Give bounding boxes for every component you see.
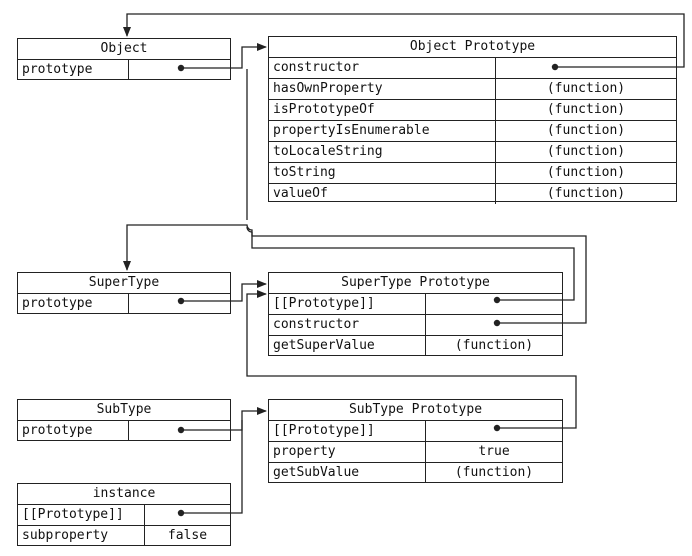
object-prototype-key: prototype (18, 60, 129, 80)
instance-row: subproperty false (18, 526, 230, 546)
subtype-title: SubType (18, 400, 230, 421)
object-prototype-row: hasOwnProperty (function) (269, 79, 676, 100)
subtype-prototype-row-value: true (478, 444, 510, 459)
object-prototype-row: toString (function) (269, 163, 676, 184)
supertype-prototype-value (129, 294, 230, 314)
subtype-row-prototype: prototype (18, 421, 230, 441)
subtype-prototype-box: SubType Prototype [[Prototype]] property… (268, 399, 563, 483)
object-prototype-row-key: constructor (269, 58, 496, 78)
object-prototype-row: valueOf (function) (269, 184, 676, 204)
object-prototype-row-key: hasOwnProperty (269, 79, 496, 99)
supertype-proto-hop (246, 226, 253, 233)
instance-row: [[Prototype]] (18, 505, 230, 526)
subtype-prototype-row-value: (function) (454, 465, 534, 480)
object-prototype-row-value: (function) (546, 144, 626, 159)
supertype-prototype-row-value (426, 294, 562, 314)
supertype-title: SuperType (18, 273, 230, 294)
subtype-prototype-row-key: [[Prototype]] (269, 421, 426, 441)
instance-row-value: false (167, 528, 208, 543)
object-prototype-row-key: toLocaleString (269, 142, 496, 162)
object-prototype-row: constructor (269, 58, 676, 79)
subtype-prototype-row: getSubValue (function) (269, 463, 562, 483)
object-prototype-row-value (496, 58, 676, 78)
subtype-prototype-row-value (426, 421, 562, 441)
supertype-prototype-row-value: (function) (454, 338, 534, 353)
instance-row-key: [[Prototype]] (18, 505, 145, 525)
supertype-prototype-row: [[Prototype]] (269, 294, 562, 315)
object-prototype-row-value: (function) (546, 81, 626, 96)
object-prototype-row-value: (function) (546, 186, 626, 201)
subtype-prototype-row: [[Prototype]] (269, 421, 562, 442)
supertype-prototype-row-key: constructor (269, 315, 426, 335)
instance-row-key: subproperty (18, 526, 145, 546)
subtype-box: SubType prototype (17, 399, 231, 441)
supertype-prototype-row-key: getSuperValue (269, 336, 426, 356)
object-prototype-row: isPrototypeOf (function) (269, 100, 676, 121)
supertype-prototype-row: getSuperValue (function) (269, 336, 562, 356)
object-prototype-title: Object Prototype (269, 37, 676, 58)
object-prototype-row-key: propertyIsEnumerable (269, 121, 496, 141)
object-title: Object (18, 39, 230, 60)
subtype-prototype-value (129, 421, 230, 441)
instance-box: instance [[Prototype]] subproperty false (17, 483, 231, 546)
object-prototype-row-key: valueOf (269, 184, 496, 204)
object-prototype-row-value: (function) (546, 123, 626, 138)
supertype-prototype-box: SuperType Prototype [[Prototype]] constr… (268, 272, 563, 356)
instance-title: instance (18, 484, 230, 505)
subtype-prototype-title: SubType Prototype (269, 400, 562, 421)
supertype-prototype-title: SuperType Prototype (269, 273, 562, 294)
supertype-row-prototype: prototype (18, 294, 230, 314)
subtype-prototype-key: prototype (18, 421, 129, 441)
object-row-prototype: prototype (18, 60, 230, 80)
object-prototype-row-key: toString (269, 163, 496, 183)
object-prototype-row: propertyIsEnumerable (function) (269, 121, 676, 142)
supertype-prototype-key: prototype (18, 294, 129, 314)
supertype-prototype-row-key: [[Prototype]] (269, 294, 426, 314)
object-box: Object prototype (17, 38, 231, 80)
supertype-box: SuperType prototype (17, 272, 231, 314)
object-prototype-row-key: isPrototypeOf (269, 100, 496, 120)
subtype-prototype-row: property true (269, 442, 562, 463)
supertype-prototype-row: constructor (269, 315, 562, 336)
object-prototype-row-value: (function) (546, 102, 626, 117)
supertype-prototype-row-value (426, 315, 562, 335)
subtype-prototype-row-key: property (269, 442, 426, 462)
instance-row-value (145, 505, 230, 525)
object-prototype-box: Object Prototype constructor hasOwnPrope… (268, 36, 677, 204)
object-prototype-row-value: (function) (546, 165, 626, 180)
object-prototype-row: toLocaleString (function) (269, 142, 676, 163)
subtype-prototype-row-key: getSubValue (269, 463, 426, 483)
object-prototype-value (129, 60, 230, 80)
